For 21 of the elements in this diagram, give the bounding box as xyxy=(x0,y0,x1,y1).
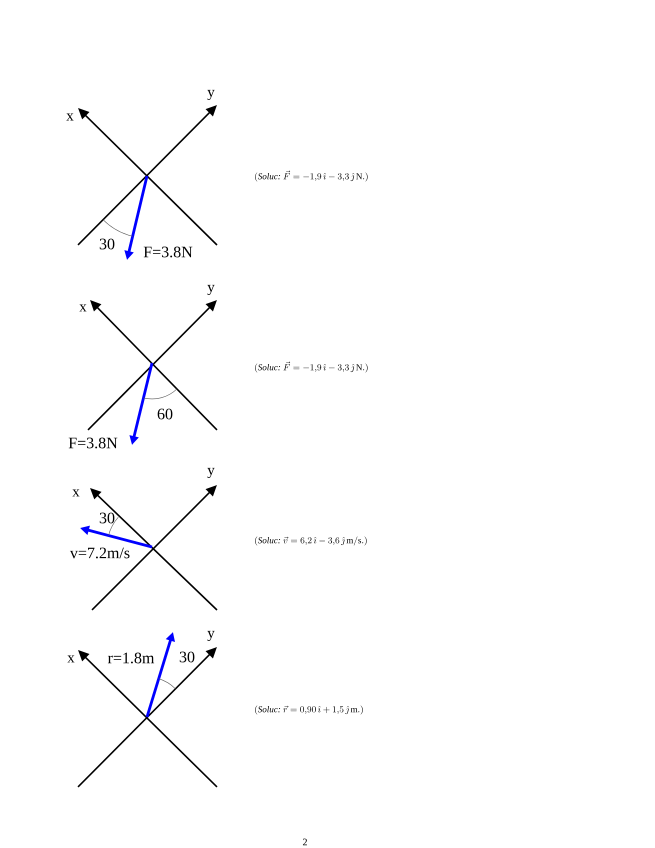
angle-label: 30 xyxy=(180,652,194,662)
vector-label: F=3.8N xyxy=(144,246,192,258)
angle-label: 30 xyxy=(100,238,114,250)
axis-label: y xyxy=(207,630,215,642)
vector-label: F=3.8N xyxy=(68,438,118,448)
axis-label: x xyxy=(66,114,74,120)
axis-label: x xyxy=(67,656,75,662)
angle-label: 30 xyxy=(100,512,114,524)
vector-label: r=1.8m xyxy=(108,652,154,664)
axis-label: y xyxy=(207,284,215,296)
solution-text: $(\textit{Soluc:}\ \vec{F}=-1{,}9\,\hat{\imath}-3{,}3\,\hat{\jmath}\,\mathrm{N}.)$ xyxy=(255,362,368,372)
axis-label: y xyxy=(207,90,215,100)
solution-text: $(\textit{Soluc:}\ \vec{r}=0{,}90\,\hat{\imath}+1{,}5\,\hat{\jmath}\,\mathrm{m}.)$ xyxy=(255,705,363,714)
angle-label: 60 xyxy=(158,408,172,420)
axis-label: x xyxy=(72,490,80,496)
axis-label: y xyxy=(207,468,215,478)
solution-text: $(\textit{Soluc:}\ \vec{F}=-1{,}9\,\hat{\imath}-3{,}3\,\hat{\jmath}\,\mathrm{N}.)$ xyxy=(255,170,368,182)
axis-label: x xyxy=(79,304,87,312)
vector-label: v=7.2m/s xyxy=(70,548,130,558)
page-number: 2 xyxy=(302,838,307,846)
solution-text: $(\textit{Soluc:}\ \vec{v}=6{,}2\,\hat{\imath}-3{,}6\,\hat{\jmath}\,\mathrm{m/s}.)$ xyxy=(255,536,367,546)
